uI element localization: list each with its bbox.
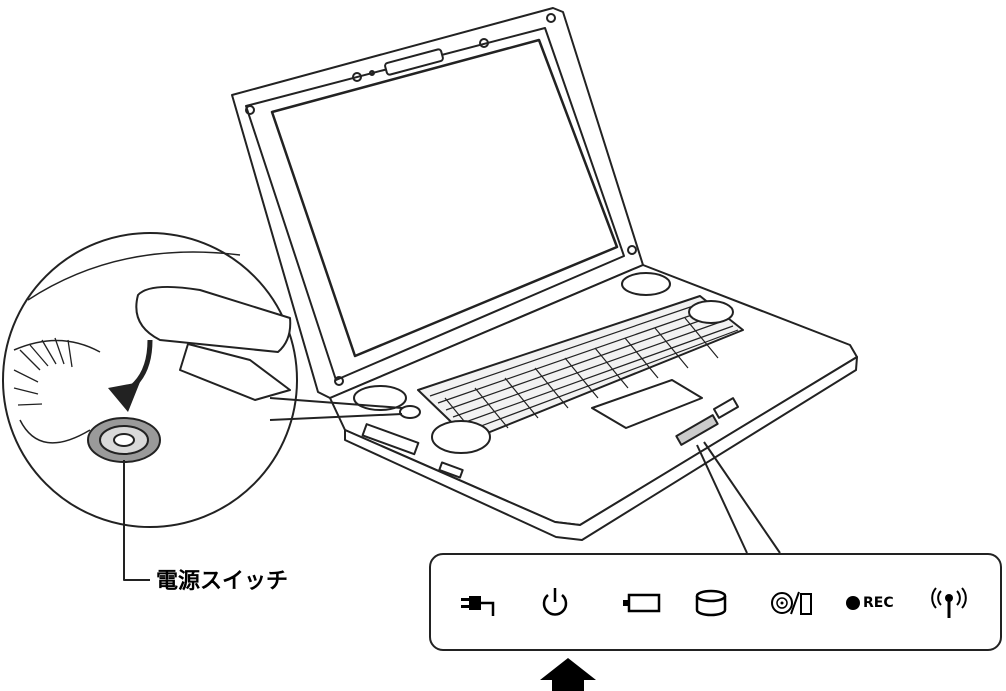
laptop-base — [329, 264, 858, 541]
battery-icon — [621, 581, 661, 625]
dc-in-icon — [459, 581, 495, 625]
power-switch-label: 電源スイッチ — [156, 569, 289, 594]
rec-label: REC — [863, 595, 894, 611]
laptop-lid — [231, 7, 644, 399]
wireless-icon — [929, 581, 969, 625]
rec-dot-icon — [846, 596, 860, 610]
hard-disk-icon — [693, 581, 729, 625]
disc-bridge-media-icon — [769, 581, 817, 625]
zoom-detail — [2, 232, 298, 581]
power-icon — [539, 581, 571, 625]
rec-indicator: REC — [845, 581, 894, 625]
indicator-panel: REC — [429, 553, 1002, 651]
power-indicator-arrow — [540, 658, 596, 691]
